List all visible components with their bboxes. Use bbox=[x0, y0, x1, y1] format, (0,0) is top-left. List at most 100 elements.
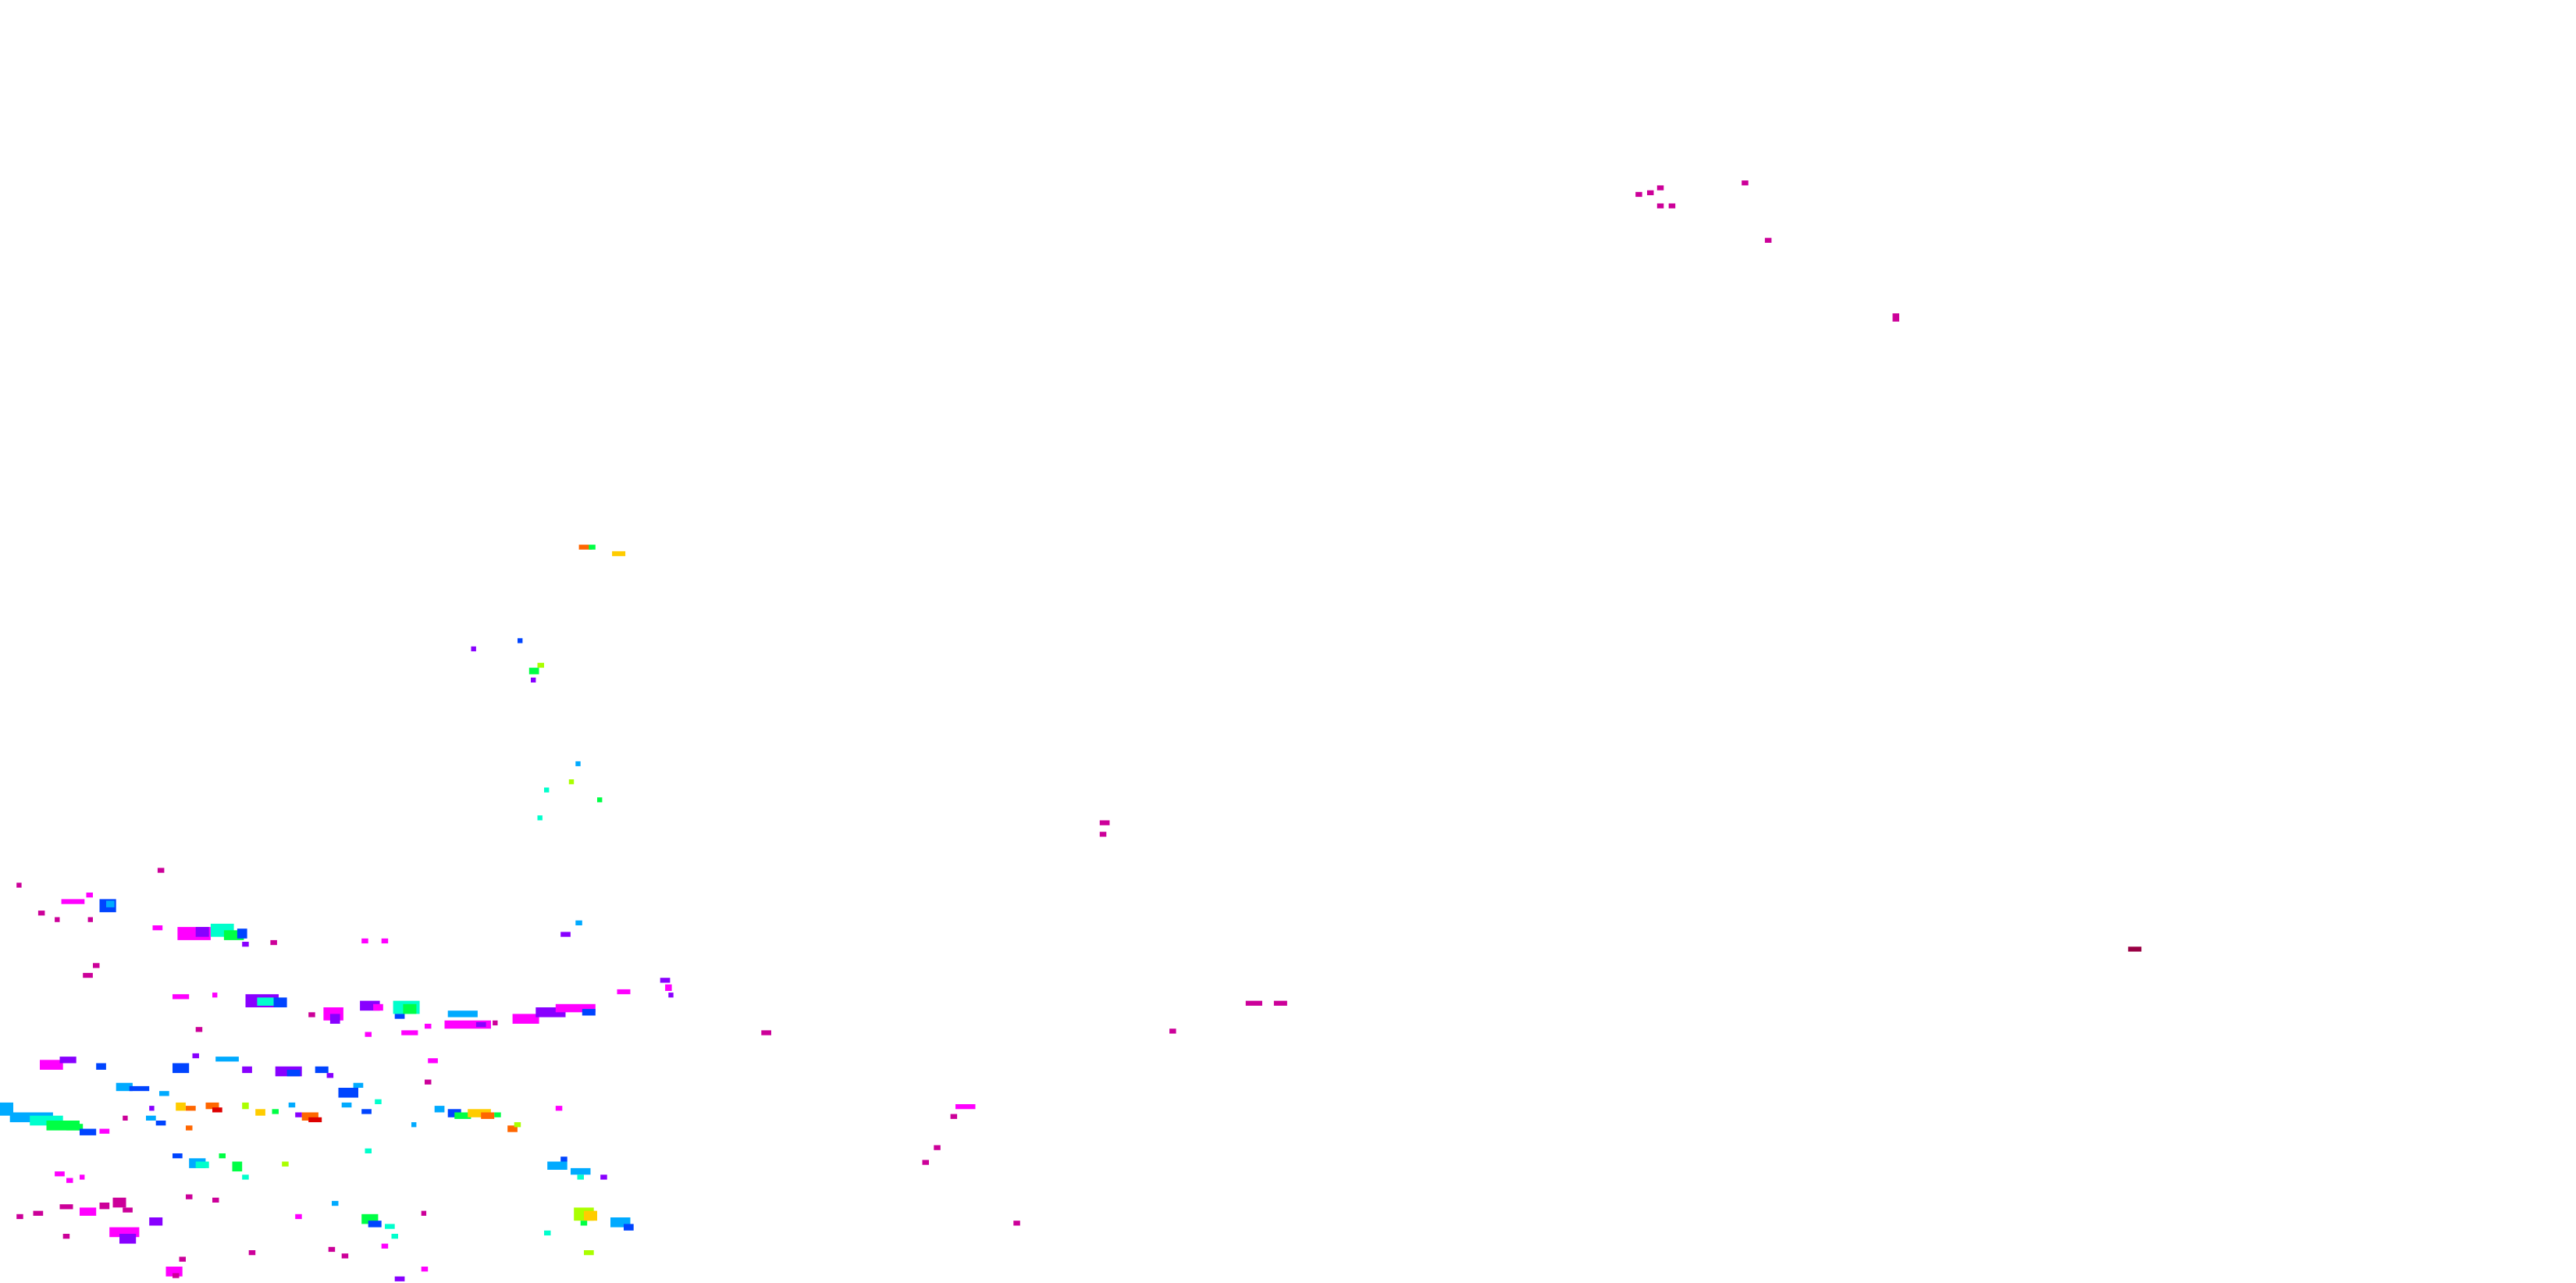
point-mark bbox=[87, 917, 93, 922]
point-mark bbox=[80, 1128, 97, 1135]
point-marks bbox=[0, 180, 2142, 1281]
point-mark bbox=[950, 1114, 958, 1119]
point-mark bbox=[425, 1024, 432, 1029]
point-mark bbox=[212, 993, 218, 998]
point-mark bbox=[80, 1207, 97, 1216]
point-mark bbox=[571, 1167, 591, 1175]
point-mark bbox=[116, 1082, 133, 1092]
point-mark bbox=[173, 1153, 183, 1159]
point-mark bbox=[531, 677, 536, 682]
point-mark bbox=[537, 662, 544, 668]
point-mark bbox=[61, 899, 85, 904]
point-mark bbox=[59, 1057, 76, 1064]
point-mark bbox=[255, 1109, 265, 1116]
point-mark bbox=[282, 1161, 289, 1167]
point-mark bbox=[205, 1102, 219, 1110]
point-mark bbox=[481, 1112, 495, 1119]
point-mark bbox=[219, 1153, 226, 1159]
point-mark bbox=[341, 1102, 352, 1108]
point-mark bbox=[600, 1174, 607, 1180]
point-mark bbox=[62, 1234, 70, 1239]
point-mark bbox=[507, 1125, 518, 1132]
point-mark bbox=[391, 1234, 398, 1239]
point-mark bbox=[301, 1112, 318, 1121]
point-mark bbox=[93, 963, 100, 968]
point-mark bbox=[365, 1032, 372, 1037]
point-mark bbox=[660, 978, 671, 983]
point-mark bbox=[332, 1200, 339, 1206]
point-mark bbox=[212, 1197, 219, 1203]
point-mark bbox=[537, 815, 543, 821]
point-mark bbox=[421, 1210, 427, 1216]
point-mark bbox=[597, 797, 603, 803]
point-mark bbox=[55, 917, 60, 922]
point-mark bbox=[589, 544, 596, 550]
point-mark bbox=[33, 1210, 44, 1216]
point-mark bbox=[242, 942, 249, 947]
point-mark bbox=[329, 1014, 340, 1024]
point-mark bbox=[2128, 946, 2142, 952]
point-mark bbox=[584, 1210, 597, 1221]
point-mark bbox=[273, 997, 287, 1007]
point-mark bbox=[544, 1230, 551, 1236]
point-mark bbox=[922, 1160, 929, 1165]
point-mark bbox=[612, 551, 626, 557]
point-mark bbox=[186, 1106, 196, 1111]
point-mark bbox=[146, 1115, 156, 1121]
point-mark bbox=[385, 1224, 395, 1229]
point-mark bbox=[83, 972, 93, 978]
point-mark bbox=[1656, 203, 1664, 208]
point-mark bbox=[578, 544, 592, 550]
point-mark bbox=[454, 1112, 471, 1119]
point-mark bbox=[512, 1014, 539, 1024]
point-mark bbox=[575, 920, 582, 925]
point-mark bbox=[493, 1020, 498, 1026]
point-mark bbox=[761, 1030, 771, 1035]
point-mark bbox=[80, 1174, 85, 1180]
point-mark bbox=[149, 1106, 155, 1111]
point-mark bbox=[368, 1221, 382, 1228]
point-mark bbox=[176, 1102, 186, 1111]
point-mark bbox=[1647, 190, 1654, 195]
point-mark bbox=[1169, 1028, 1176, 1034]
point-mark bbox=[1764, 237, 1772, 243]
point-mark bbox=[326, 1073, 334, 1078]
point-mark bbox=[394, 1276, 405, 1281]
point-mark bbox=[308, 1012, 315, 1017]
point-mark bbox=[555, 1106, 563, 1111]
point-mark bbox=[955, 1104, 976, 1110]
point-mark bbox=[425, 1079, 432, 1085]
point-mark bbox=[668, 993, 674, 998]
point-mark bbox=[353, 1082, 364, 1088]
point-mark bbox=[338, 1088, 358, 1098]
point-mark bbox=[1668, 203, 1676, 208]
point-mark bbox=[582, 1009, 596, 1016]
point-mark bbox=[99, 1203, 110, 1210]
point-mark bbox=[159, 1091, 169, 1096]
point-mark bbox=[575, 761, 581, 767]
point-mark bbox=[1892, 313, 1899, 322]
point-mark bbox=[1099, 820, 1110, 825]
point-mark bbox=[560, 932, 571, 937]
point-mark bbox=[242, 1102, 249, 1110]
point-mark bbox=[475, 1021, 486, 1028]
point-mark bbox=[295, 1112, 302, 1117]
point-mark bbox=[149, 1217, 163, 1226]
point-mark bbox=[212, 1107, 222, 1113]
point-mark bbox=[237, 928, 247, 939]
point-mark bbox=[106, 900, 115, 907]
point-mark bbox=[173, 994, 190, 1000]
point-mark bbox=[123, 1115, 128, 1121]
point-mark bbox=[59, 1204, 73, 1210]
point-mark bbox=[288, 1102, 296, 1108]
point-mark bbox=[518, 638, 523, 643]
point-mark bbox=[1656, 185, 1664, 191]
point-mark bbox=[617, 989, 631, 995]
point-mark bbox=[468, 1109, 491, 1117]
point-mark bbox=[494, 1112, 501, 1117]
point-mark bbox=[152, 925, 163, 931]
point-mark bbox=[186, 1125, 193, 1131]
point-mark bbox=[328, 1246, 336, 1253]
point-mark bbox=[215, 1057, 239, 1062]
